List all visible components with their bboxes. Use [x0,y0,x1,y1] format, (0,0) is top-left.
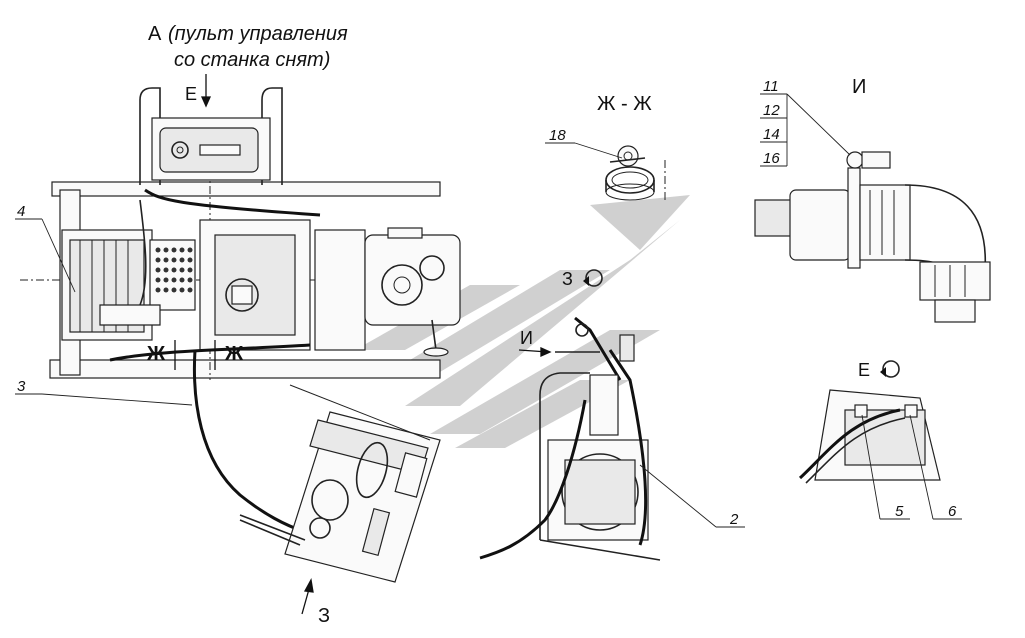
callout-16: 16 [763,150,780,167]
view-i-detail [754,151,991,323]
section-zh-left-label: Ж [146,343,166,365]
callout-12: 12 [763,102,780,119]
side-view-assembly [479,316,661,561]
callout-18: 18 [549,127,566,144]
callout-11: 11 [763,78,779,95]
rotation-symbols [583,269,900,378]
control-box-rotated [239,384,441,583]
view-a-letter: А [148,23,162,45]
leader-lines [15,93,962,528]
view-arrows [174,74,552,615]
view-e-arrow-label: Е [185,84,197,104]
view-z-reference: З [562,269,573,289]
callout-3: 3 [17,378,26,395]
main-machine-plan [20,87,461,534]
callout-6: 6 [948,503,957,520]
section-zh-title: Ж - Ж [597,93,652,115]
view-e-detail [798,389,941,484]
view-a-note-line1: (пульт управления [168,23,348,45]
section-zh-detail [605,145,666,201]
view-z-arrow-label: З [318,605,330,627]
view-e-reference: Е [858,360,870,380]
callout-2: 2 [729,511,739,528]
view-i-title: И [852,76,866,98]
callout-4: 4 [17,203,25,220]
section-zh-right-label: Ж [224,343,244,365]
callout-5: 5 [895,503,904,520]
callout-14: 14 [763,126,780,143]
view-i-arrow-label: И [520,328,533,348]
view-a-note-line2: со станка снят) [174,49,330,71]
